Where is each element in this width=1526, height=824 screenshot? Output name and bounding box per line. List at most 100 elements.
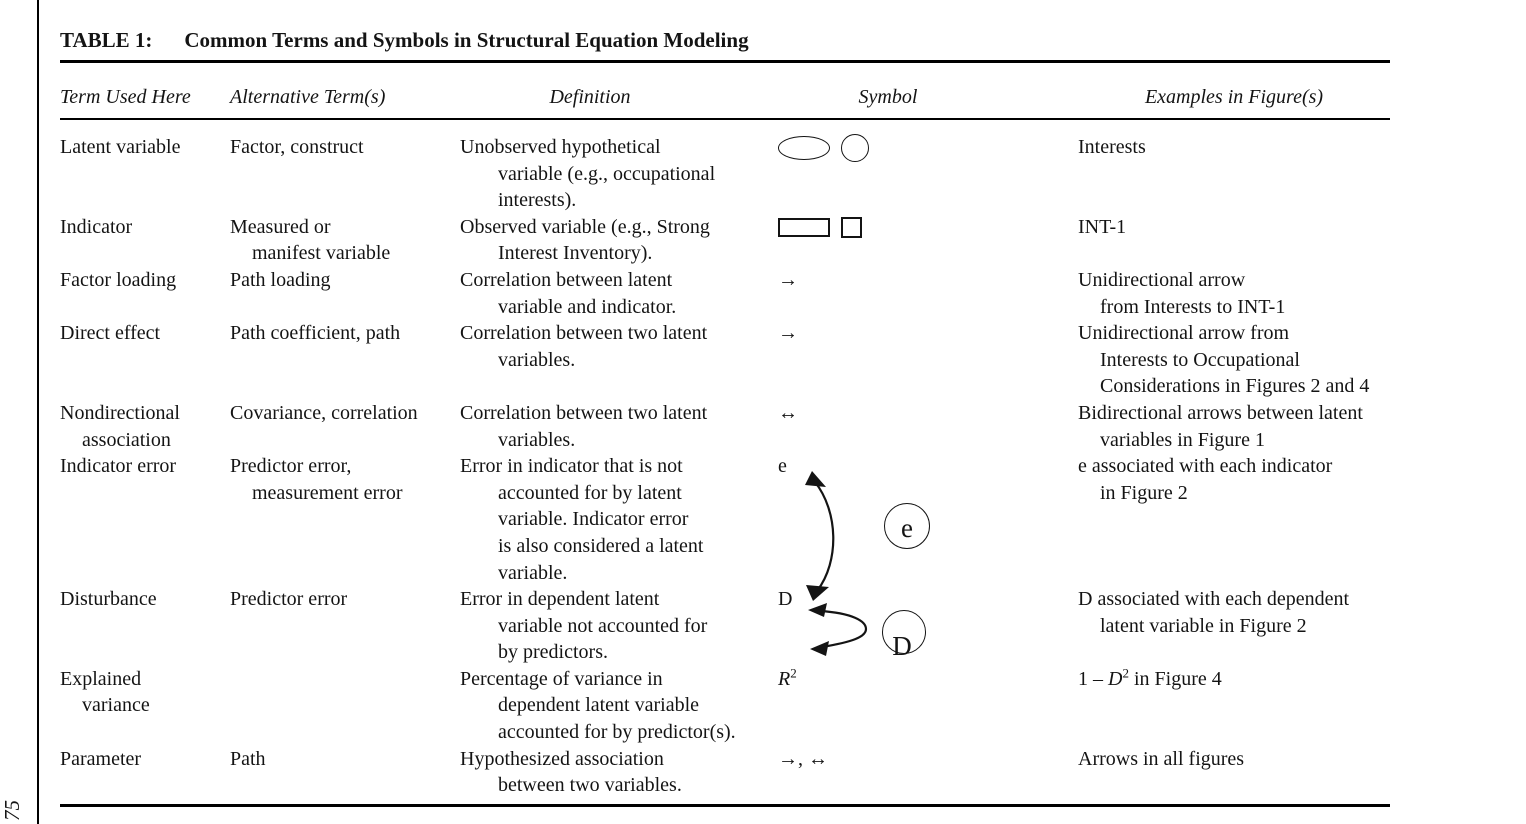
cell-line: Hypothesized association xyxy=(460,747,664,770)
cell-line: manifest variable xyxy=(252,242,391,265)
cell-line: Correlation between two latent xyxy=(460,401,708,424)
cell-line: variable. xyxy=(498,561,568,584)
alternative-term-cell: Covariance, correlation xyxy=(230,400,460,453)
alternative-term-cell: Predictor error,measurement error xyxy=(230,453,460,586)
cell-line: in Figure 2 xyxy=(1100,481,1188,504)
top-rule xyxy=(60,60,1390,63)
symbol-shapes xyxy=(778,133,1078,162)
header-rule xyxy=(60,118,1390,120)
cell-line: Error in dependent latent xyxy=(460,588,660,611)
cell-line: variable not accounted for xyxy=(498,614,708,637)
symbol-shapes xyxy=(778,214,1078,241)
cell-line: interests). xyxy=(498,189,577,212)
curved-bracket-arrow-icon xyxy=(808,603,868,657)
cell-line: Correlation between latent xyxy=(460,268,673,291)
cell-line: Interests to Occupational xyxy=(1100,348,1300,371)
symbol-cell: → xyxy=(778,320,1078,400)
examples-cell: Arrows in all figures xyxy=(1078,746,1390,799)
cell-line: Factor loading xyxy=(60,268,177,291)
examples-cell: 1 – D2 in Figure 4 xyxy=(1078,666,1390,746)
bottom-rule xyxy=(60,804,1390,807)
cell-line: Explained xyxy=(60,667,142,690)
circle-label: e xyxy=(901,512,913,543)
cell-line: is also considered a latent xyxy=(498,534,704,557)
cell-line: variables. xyxy=(498,428,576,451)
cell-line: variance xyxy=(82,694,150,717)
alternative-term-cell: Factor, construct xyxy=(230,134,460,214)
cell-line: Predictor error, xyxy=(230,455,352,478)
examples-cell: D associated with each dependent latent v… xyxy=(1078,586,1390,666)
cell-line: accounted for by latent xyxy=(498,481,682,504)
table-label: TABLE 1: xyxy=(60,28,153,52)
column-header-examples: Examples in Figure(s) xyxy=(1144,85,1324,108)
cell-line: Observed variable (e.g., Strong xyxy=(460,215,710,238)
cell-line: Nondirectional xyxy=(60,401,180,424)
examples-cell: Interests xyxy=(1078,134,1390,214)
curved-double-arrow-icon xyxy=(805,471,835,602)
cell-line: dependent latent variable xyxy=(498,694,700,717)
cell-line: Factor, construct xyxy=(230,136,364,158)
cell-line: Bidirectional arrows between latent xyxy=(1078,401,1363,424)
column-header-term: Term Used Here xyxy=(60,85,191,108)
cell-line: Indicator error xyxy=(60,455,177,478)
text-segment: D xyxy=(1108,667,1123,690)
examples-cell: Bidirectional arrows between latent varia… xyxy=(1078,400,1390,453)
rectangle-symbol xyxy=(778,217,830,237)
cell-line: latent variable in Figure 2 xyxy=(1100,614,1307,637)
cell-line: Indicator xyxy=(60,215,133,238)
symbol-cell: → xyxy=(778,267,1078,320)
symbol-letter: D xyxy=(778,588,793,611)
table-caption: TABLE 1:Common Terms and Symbols in Stru… xyxy=(60,28,749,53)
examples-cell: INT-1 xyxy=(1078,214,1390,267)
symbol-cell: →, ↔ xyxy=(778,746,1078,799)
symbol-cell: R2 xyxy=(778,666,1078,746)
table-row: Indicator Measured or manifest variable Obs… xyxy=(60,214,1390,267)
table-header-row: Term Used Here Alternative Term(s) Defin… xyxy=(60,82,1390,112)
definition-cell: Percentage of variance in dependent laten… xyxy=(460,666,778,746)
table-row: Explained variance Percentage of variance … xyxy=(60,666,1390,746)
cell-line: Interest Inventory). xyxy=(498,242,653,265)
term-cell: Direct effect xyxy=(60,320,230,400)
cell-line: Percentage of variance in xyxy=(460,667,663,690)
symbol-glyph: ↔ xyxy=(778,401,798,424)
circle-label: D xyxy=(892,630,912,661)
cell-line: Considerations in Figures 2 and 4 xyxy=(1100,375,1370,398)
text-segment: 1 – xyxy=(1078,667,1108,690)
column-header-definition: Definition xyxy=(549,85,631,108)
circle-symbol xyxy=(841,133,869,162)
cell-line: Measured or xyxy=(230,215,331,238)
symbol-letter: e xyxy=(778,455,787,478)
definition-cell: Correlation between two latent variables. xyxy=(460,400,778,453)
term-cell: Explained variance xyxy=(60,666,230,746)
alternative-term-cell: Path loading xyxy=(230,267,460,320)
symbol-cell: ↔ xyxy=(778,400,1078,453)
term-cell: Disturbance xyxy=(60,586,230,666)
cell-line: D associated with each dependent xyxy=(1078,588,1350,611)
term-cell: Parameter xyxy=(60,746,230,799)
cell-line: Path coefficient, path xyxy=(230,322,401,345)
term-cell: Latent variable xyxy=(60,134,230,214)
cell-line: variables in Figure 1 xyxy=(1100,428,1265,451)
cell-line: Unidirectional arrow from xyxy=(1078,322,1290,345)
text-segment: R xyxy=(778,667,791,690)
cell-line: Arrows in all figures xyxy=(1078,747,1245,770)
term-cell: Indicator error xyxy=(60,453,230,586)
cell-line: variables. xyxy=(498,348,576,371)
circled-D-symbol: D xyxy=(882,610,926,659)
page-edge-rule xyxy=(37,0,39,824)
